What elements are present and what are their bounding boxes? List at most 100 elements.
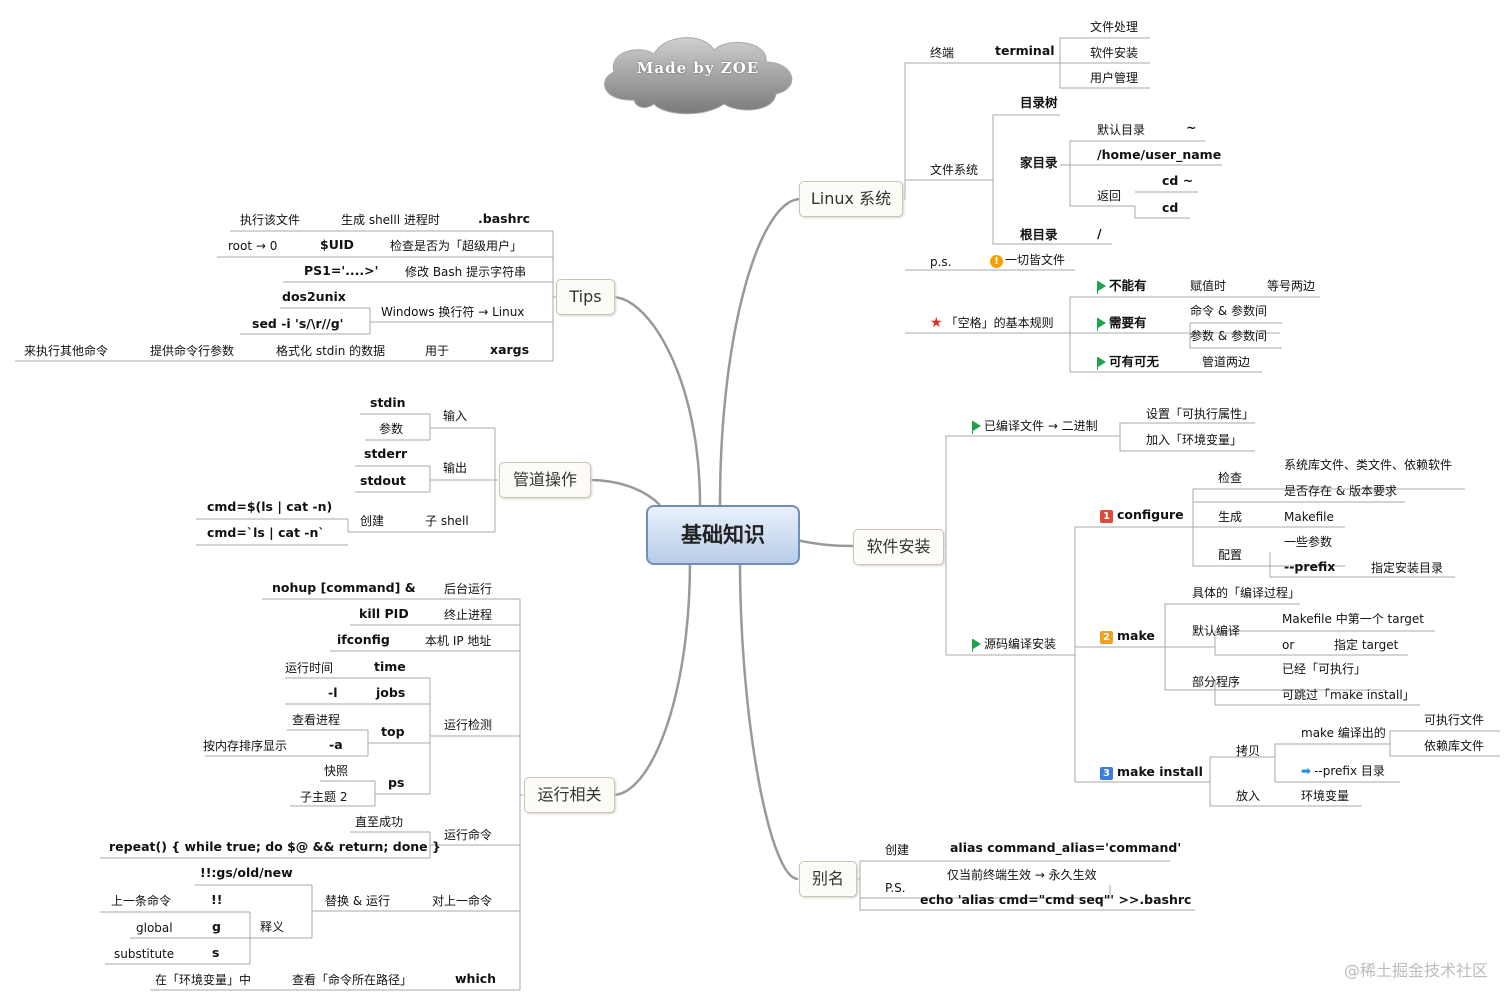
node-copy: 拷贝 bbox=[1236, 744, 1261, 758]
node-prefix-dir-label: --prefix 目录 bbox=[1314, 764, 1385, 778]
node-cannot-detail: 等号两边 bbox=[1267, 279, 1316, 293]
node-skip-install: 可跳过「make install」 bbox=[1282, 688, 1415, 702]
node-make-output: make 编译出的 bbox=[1301, 726, 1386, 740]
node-alias-ps: P.S. bbox=[885, 881, 906, 895]
node-some-params: 一些参数 bbox=[1284, 535, 1333, 549]
node-prefix-desc: 指定安装目录 bbox=[1371, 561, 1444, 575]
node-root: 根目录 bbox=[1020, 227, 1058, 242]
node-run-time: 运行时间 bbox=[285, 661, 334, 675]
node-prefix-dir: ➡--prefix 目录 bbox=[1301, 764, 1385, 778]
node-bang: !! bbox=[211, 892, 223, 907]
node-ps1-desc: 修改 Bash 提示字符串 bbox=[405, 265, 527, 279]
node-space-rule-label: 「空格」的基本规则 bbox=[945, 316, 1054, 330]
node-xargs-for: 用于 bbox=[425, 344, 450, 358]
node-ps-cmd: ps bbox=[388, 775, 405, 790]
node-check-2: 是否存在 & 版本要求 bbox=[1284, 484, 1397, 498]
node-optional: 可有可无 bbox=[1097, 354, 1160, 370]
node-terminal: terminal bbox=[995, 43, 1055, 58]
node-alias-cmd: alias command_alias='command' bbox=[950, 840, 1182, 855]
node-uid: $UID bbox=[320, 237, 354, 252]
node-dos2unix: dos2unix bbox=[282, 289, 346, 304]
central-topic[interactable]: 基础知识 bbox=[646, 505, 800, 565]
category-tips[interactable]: Tips bbox=[556, 279, 615, 315]
warning-icon: ! bbox=[990, 255, 1003, 268]
arrow-right-icon: ➡ bbox=[1301, 764, 1312, 778]
flag-icon bbox=[1097, 281, 1106, 294]
node-or: or bbox=[1282, 638, 1295, 652]
number-1-icon: 1 bbox=[1100, 510, 1113, 523]
node-g: g bbox=[212, 919, 221, 934]
node-root-zero: root → 0 bbox=[228, 239, 278, 253]
flag-icon bbox=[972, 639, 981, 652]
category-alias[interactable]: 别名 bbox=[799, 861, 857, 897]
node-partial: 部分程序 bbox=[1192, 675, 1241, 689]
node-replace-run: 替换 & 运行 bbox=[325, 894, 390, 908]
node-snapshot: 快照 bbox=[324, 764, 349, 778]
node-prev-cmd: 上一条命令 bbox=[111, 894, 172, 908]
node-lib-files: 依赖库文件 bbox=[1424, 739, 1485, 753]
node-check: 检查 bbox=[1218, 471, 1243, 485]
node-last-cmd: 对上一命令 bbox=[432, 894, 493, 908]
node-jobs: jobs bbox=[376, 685, 406, 700]
node-makefile: Makefile bbox=[1284, 510, 1334, 524]
node-bg: 后台运行 bbox=[444, 582, 493, 596]
node-first-target: Makefile 中第一个 target bbox=[1282, 612, 1425, 626]
node-cannot-label: 不能有 bbox=[1109, 278, 1147, 293]
node-compiled: 已编译文件 → 二进制 bbox=[972, 419, 1098, 434]
node-xargs-fmt: 格式化 stdin 的数据 bbox=[276, 344, 386, 358]
flag-icon bbox=[972, 421, 981, 434]
node-stdout: stdout bbox=[360, 473, 406, 488]
node-tree: 目录树 bbox=[1020, 95, 1058, 110]
cloud-title: Made by ZOE bbox=[636, 59, 760, 77]
node-substitute: substitute bbox=[114, 947, 175, 961]
node-everything-file: !一切皆文件 bbox=[990, 253, 1065, 268]
node-default-compile: 默认编译 bbox=[1192, 624, 1241, 638]
node-monitor: 运行检测 bbox=[444, 718, 493, 732]
node-optional-label: 可有可无 bbox=[1109, 354, 1160, 369]
number-3-icon: 3 bbox=[1100, 767, 1113, 780]
node-make-label: make bbox=[1117, 628, 1155, 643]
node-specific: 具体的「编译过程」 bbox=[1192, 586, 1301, 600]
node-must: 需要有 bbox=[1097, 316, 1147, 331]
node-already-exec: 已经「可执行」 bbox=[1282, 662, 1367, 676]
node-mem-sort: 按内存排序显示 bbox=[203, 739, 288, 753]
node-add-env: 加入「环境变量」 bbox=[1146, 433, 1243, 447]
node-current-only: 仅当前终端生效 → 永久生效 bbox=[947, 868, 1097, 882]
node-home-path: /home/user_name bbox=[1097, 147, 1222, 162]
node-slash: / bbox=[1097, 226, 1102, 241]
main-branches bbox=[588, 197, 854, 881]
node-params: 参数 bbox=[379, 422, 404, 436]
node-cannot-where: 赋值时 bbox=[1190, 279, 1227, 293]
node-gs: !!:gs/old/new bbox=[200, 865, 293, 880]
node-compiled-label: 已编译文件 → 二进制 bbox=[984, 419, 1098, 433]
node-tilde: ~ bbox=[1186, 120, 1197, 135]
number-2-icon: 2 bbox=[1100, 631, 1113, 644]
node-back: 返回 bbox=[1097, 189, 1122, 203]
category-pipe[interactable]: 管道操作 bbox=[499, 462, 591, 498]
node-in-env: 在「环境变量」中 bbox=[155, 973, 252, 987]
node-time: time bbox=[374, 659, 406, 674]
category-software[interactable]: 软件安装 bbox=[853, 529, 944, 565]
node-bashrc: .bashrc bbox=[478, 211, 531, 226]
node-set-exec: 设置「可执行属性」 bbox=[1146, 407, 1255, 421]
node-view-proc: 查看进程 bbox=[292, 713, 341, 727]
node-input: 输入 bbox=[443, 409, 468, 423]
node-cd-tilde: cd ~ bbox=[1162, 173, 1194, 188]
node-global: global bbox=[136, 921, 173, 935]
node-subshell: 子 shell bbox=[425, 514, 469, 528]
node-cd: cd bbox=[1162, 200, 1179, 215]
node-make-install-label: make install bbox=[1117, 764, 1203, 779]
node-configure-label: configure bbox=[1117, 507, 1184, 522]
watermark: @稀土掘金技术社区 bbox=[1343, 961, 1488, 980]
node-source: 源码编译安装 bbox=[972, 637, 1056, 652]
node-terminal-item: 用户管理 bbox=[1090, 71, 1139, 85]
category-linux[interactable]: Linux 系统 bbox=[799, 181, 903, 217]
node-space-rule: ★「空格」的基本规则 bbox=[930, 316, 1054, 330]
category-run[interactable]: 运行相关 bbox=[524, 777, 615, 813]
node-subtopic2: 子主题 2 bbox=[300, 790, 348, 804]
node-l: -l bbox=[328, 685, 338, 700]
node-xargs-params: 提供命令行参数 bbox=[150, 344, 235, 358]
node-until-ok: 直至成功 bbox=[355, 815, 404, 829]
